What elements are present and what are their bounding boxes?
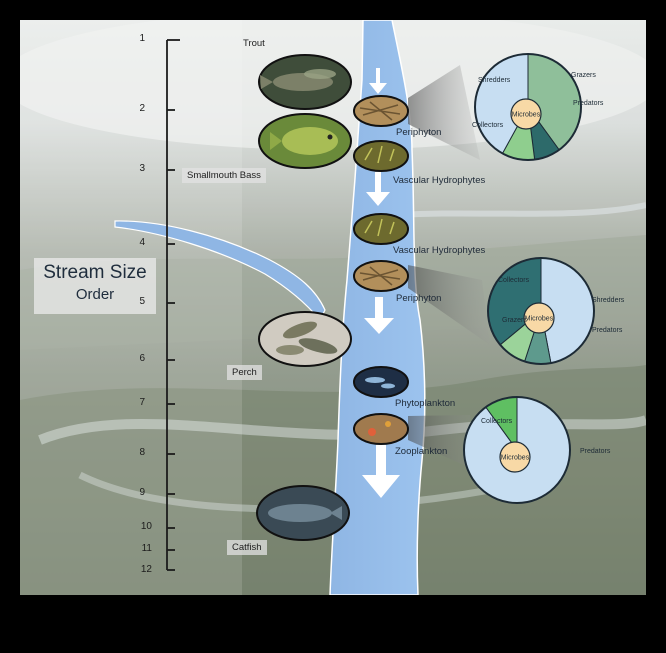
perch-image xyxy=(258,311,352,367)
stage-label-vascular-hydrophytes: Vascular Hydrophytes xyxy=(393,175,486,186)
fish-label-catfish: Catfish xyxy=(227,540,267,555)
pie-chart-upper: Microbes Shredders GrazersPredatorsCollect… xyxy=(472,53,604,161)
fish-images xyxy=(256,54,352,541)
stage-label-vascular-hydrophytes: Vascular Hydrophytes xyxy=(393,245,486,256)
microbes-center xyxy=(499,441,531,473)
microbes-label: Microbes xyxy=(512,112,541,119)
order-number: 3 xyxy=(139,163,145,174)
pie-label-shredders: Shredders xyxy=(592,297,625,304)
order-number: 11 xyxy=(141,543,152,554)
microbes-center xyxy=(510,98,542,130)
order-number: 10 xyxy=(140,521,152,532)
pie-outline xyxy=(487,257,595,365)
pie-label-collectors: Collectors xyxy=(481,418,513,425)
zooplankton-oval xyxy=(353,413,409,445)
catfish-image xyxy=(256,485,350,541)
vascular-hydrophytes-oval xyxy=(353,213,409,245)
pie-label-shredders: Shredders xyxy=(478,77,511,84)
order-number: 12 xyxy=(140,564,152,575)
order-number: 5 xyxy=(139,296,145,307)
vascular-hydrophytes-oval xyxy=(353,140,409,172)
stage-images xyxy=(353,95,409,445)
order-number: 4 xyxy=(139,237,145,248)
periphyton-oval xyxy=(353,95,409,127)
pie-outline xyxy=(474,53,582,161)
pie-label-grazers: Grazers xyxy=(502,317,527,324)
fish-label-smallmouth-bass: Smallmouth Bass xyxy=(182,168,266,183)
flow-arrow xyxy=(366,172,390,206)
stage-label-phytoplankton: Phytoplankton xyxy=(395,398,456,409)
order-number: 9 xyxy=(139,487,145,498)
pie-label-collectors: Collectors xyxy=(498,277,530,284)
pie-connectors xyxy=(408,65,490,470)
stream-size-title: Stream Size xyxy=(43,262,147,283)
flow-arrow xyxy=(369,68,387,94)
fish-label-perch: Perch xyxy=(227,365,262,380)
flow-arrow xyxy=(362,445,400,498)
pie-outline xyxy=(463,396,571,504)
smallmouth-bass-image xyxy=(258,113,352,169)
order-number: 2 xyxy=(139,103,145,114)
periphyton-oval xyxy=(353,260,409,292)
stream-order-subtitle: Order xyxy=(75,286,115,303)
order-number: 6 xyxy=(139,353,145,364)
order-number: 8 xyxy=(139,447,145,458)
fish-label-trout: Trout xyxy=(243,38,265,49)
flow-arrow xyxy=(364,297,394,334)
stage-label-periphyton: Periphyton xyxy=(396,127,442,138)
pie-label-collectors: Collectors xyxy=(472,122,504,129)
order-scale xyxy=(166,39,180,571)
microbes-center xyxy=(523,302,555,334)
microbes-label: Microbes xyxy=(525,316,554,323)
order-number: 7 xyxy=(139,397,145,408)
stage-label-zooplankton: Zooplankton xyxy=(395,446,448,457)
phytoplankton-oval xyxy=(353,366,409,398)
pie-label-predators: Predators xyxy=(592,327,623,334)
pie-label-predators: Predators xyxy=(573,100,604,107)
stage-label-periphyton: Periphyton xyxy=(396,293,442,304)
microbes-label: Microbes xyxy=(501,455,530,462)
stream-size-label: Stream Size Order xyxy=(34,258,156,314)
pie-label-predators: Predators xyxy=(580,448,611,455)
pie-label-grazers: Grazers xyxy=(571,72,596,79)
trout-image xyxy=(258,54,352,110)
flow-arrows xyxy=(362,68,400,498)
order-number: 1 xyxy=(139,33,145,44)
